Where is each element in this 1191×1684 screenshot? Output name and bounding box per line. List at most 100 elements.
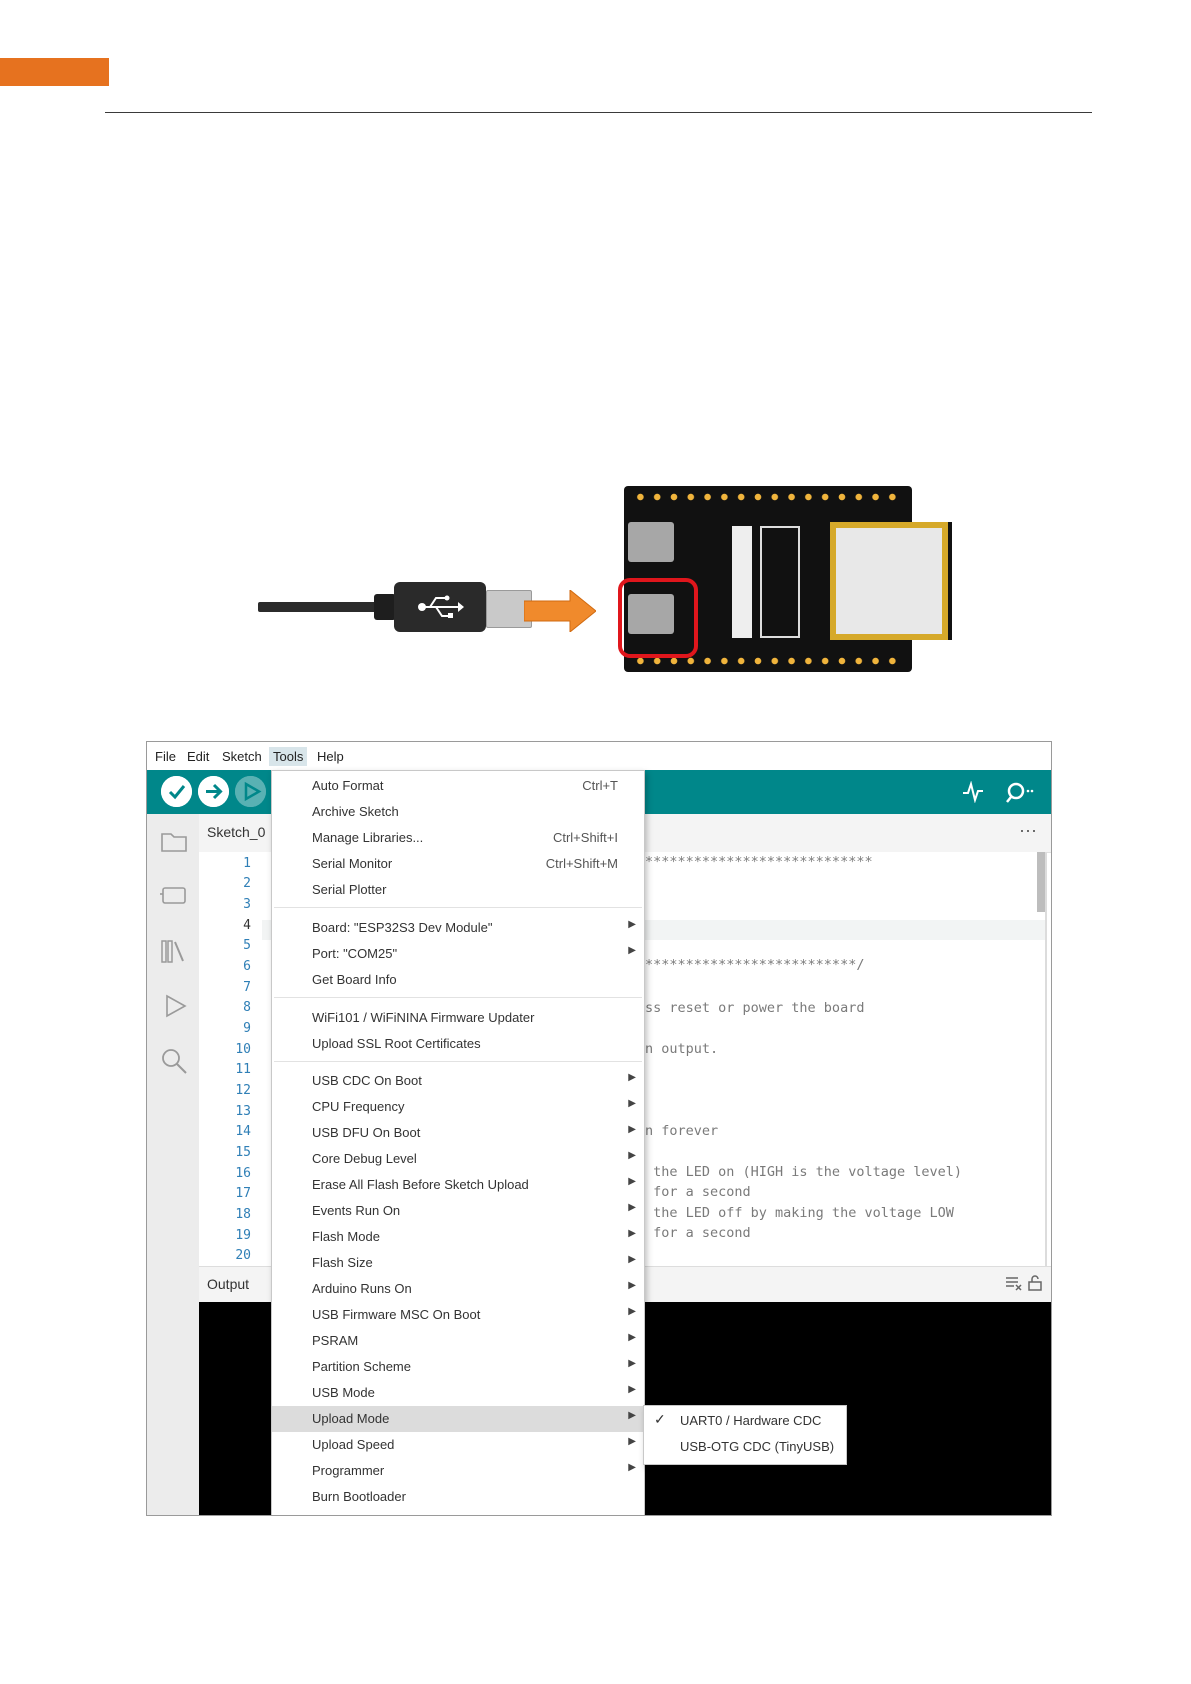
line-number: 12 bbox=[235, 1083, 251, 1098]
menu-item-psram[interactable]: PSRAM ▶ bbox=[272, 1328, 644, 1354]
menu-item-usb-cdc-on-boot[interactable]: USB CDC On Boot ▶ bbox=[272, 1068, 644, 1094]
submenu-item-uart0[interactable]: ✓ UART0 / Hardware CDC bbox=[644, 1408, 846, 1434]
usb-cable-wire bbox=[258, 602, 376, 612]
menu-item-usb-dfu-on-boot[interactable]: USB DFU On Boot ▶ bbox=[272, 1120, 644, 1146]
line-number: 7 bbox=[243, 980, 251, 995]
verify-button[interactable] bbox=[161, 776, 192, 807]
chevron-right-icon: ▶ bbox=[628, 1332, 636, 1343]
menu-separator bbox=[274, 997, 642, 998]
folder-icon[interactable] bbox=[159, 826, 189, 856]
menu-tools[interactable]: Tools bbox=[269, 747, 308, 766]
chapter-tab-marker bbox=[0, 58, 109, 86]
clear-output-icon[interactable] bbox=[1005, 1275, 1023, 1291]
code-line: the LED off by making the voltage LOW bbox=[645, 1205, 954, 1221]
chevron-right-icon: ▶ bbox=[628, 1410, 636, 1421]
line-number: 17 bbox=[235, 1186, 251, 1201]
line-number: 5 bbox=[243, 938, 251, 953]
lock-icon[interactable] bbox=[1027, 1275, 1043, 1291]
menu-edit[interactable]: Edit bbox=[187, 749, 210, 764]
menu-item-label: Board: "ESP32S3 Dev Module" bbox=[312, 920, 493, 935]
menu-item-upload-mode[interactable]: Upload Mode ▶ bbox=[272, 1406, 644, 1432]
menu-item-shortcut: Ctrl+Shift+M bbox=[545, 856, 618, 871]
code-line: **************************/ bbox=[645, 957, 865, 973]
menu-item-core-debug-level[interactable]: Core Debug Level ▶ bbox=[272, 1146, 644, 1172]
code-line: **************************** bbox=[645, 854, 873, 870]
usb-symbol-icon bbox=[418, 595, 464, 618]
menu-item-label: Auto Format bbox=[312, 778, 384, 793]
insert-arrow-icon bbox=[524, 590, 596, 632]
line-number: 2 bbox=[243, 876, 251, 891]
menu-item-ssl-certificates[interactable]: Upload SSL Root Certificates bbox=[272, 1031, 644, 1057]
menu-item-wifi-updater[interactable]: WiFi101 / WiFiNINA Firmware Updater bbox=[272, 1005, 644, 1031]
menu-item-usb-firmware-msc[interactable]: USB Firmware MSC On Boot ▶ bbox=[272, 1302, 644, 1328]
editor-scrollbar[interactable] bbox=[1037, 852, 1045, 912]
menu-file[interactable]: File bbox=[155, 749, 176, 764]
menu-item-label: Archive Sketch bbox=[312, 804, 399, 819]
menu-item-events-run-on[interactable]: Events Run On ▶ bbox=[272, 1198, 644, 1224]
line-number: 13 bbox=[235, 1104, 251, 1119]
menu-item-label: Port: "COM25" bbox=[312, 946, 398, 961]
search-icon[interactable] bbox=[159, 1046, 189, 1076]
line-number: 11 bbox=[235, 1062, 251, 1077]
menu-separator bbox=[274, 1061, 642, 1062]
menu-item-archive-sketch[interactable]: Archive Sketch bbox=[272, 799, 644, 825]
menu-item-port[interactable]: Port: "COM25" ▶ bbox=[272, 941, 644, 967]
menu-item-programmer[interactable]: Programmer ▶ bbox=[272, 1458, 644, 1484]
tools-dropdown-menu: Auto Format Ctrl+T Archive Sketch Manage… bbox=[271, 770, 645, 1515]
menu-item-flash-size[interactable]: Flash Size ▶ bbox=[272, 1250, 644, 1276]
menu-item-label: Programmer bbox=[312, 1463, 385, 1478]
menu-item-usb-mode[interactable]: USB Mode ▶ bbox=[272, 1380, 644, 1406]
line-number: 14 bbox=[235, 1124, 251, 1139]
code-line: for a second bbox=[645, 1184, 751, 1200]
debug-button[interactable] bbox=[235, 776, 266, 807]
debug-panel-icon[interactable] bbox=[159, 991, 189, 1021]
menu-item-auto-format[interactable]: Auto Format Ctrl+T bbox=[272, 773, 644, 799]
menu-item-label: PSRAM bbox=[312, 1333, 359, 1348]
bottom-pin-header bbox=[632, 656, 904, 666]
menu-item-serial-plotter[interactable]: Serial Plotter bbox=[272, 877, 644, 903]
menu-item-label: Upload Mode bbox=[312, 1411, 390, 1426]
chevron-right-icon: ▶ bbox=[628, 1306, 636, 1317]
menu-item-upload-speed[interactable]: Upload Speed ▶ bbox=[272, 1432, 644, 1458]
menu-item-label: CPU Frequency bbox=[312, 1099, 405, 1114]
menu-item-label: Partition Scheme bbox=[312, 1359, 411, 1374]
upload-button[interactable] bbox=[198, 776, 229, 807]
menu-item-board[interactable]: Board: "ESP32S3 Dev Module" ▶ bbox=[272, 915, 644, 941]
menu-item-label: Serial Monitor bbox=[312, 856, 393, 871]
menu-item-label: USB Firmware MSC On Boot bbox=[312, 1307, 481, 1322]
checkmark-icon: ✓ bbox=[654, 1411, 666, 1427]
menu-item-get-board-info[interactable]: Get Board Info bbox=[272, 967, 644, 993]
code-line: the LED on (HIGH is the voltage level) bbox=[645, 1164, 962, 1180]
chevron-right-icon: ▶ bbox=[628, 919, 636, 930]
plotter-icon[interactable] bbox=[961, 781, 985, 803]
menu-item-burn-bootloader[interactable]: Burn Bootloader bbox=[272, 1484, 644, 1510]
boards-manager-icon[interactable] bbox=[159, 880, 189, 910]
chevron-right-icon: ▶ bbox=[628, 1462, 636, 1473]
menu-sketch[interactable]: Sketch bbox=[222, 749, 262, 764]
menu-item-flash-mode[interactable]: Flash Mode ▶ bbox=[272, 1224, 644, 1250]
chevron-right-icon: ▶ bbox=[628, 1436, 636, 1447]
line-number: 6 bbox=[243, 959, 251, 974]
menu-item-label: Burn Bootloader bbox=[312, 1489, 406, 1504]
submenu-item-usb-otg[interactable]: USB-OTG CDC (TinyUSB) bbox=[644, 1434, 846, 1460]
menu-item-manage-libraries[interactable]: Manage Libraries... Ctrl+Shift+I bbox=[272, 825, 644, 851]
tab-sketch[interactable]: Sketch_0 bbox=[207, 824, 266, 840]
chevron-right-icon: ▶ bbox=[628, 1228, 636, 1239]
menu-item-erase-flash[interactable]: Erase All Flash Before Sketch Upload ▶ bbox=[272, 1172, 644, 1198]
menu-item-label: Events Run On bbox=[312, 1203, 401, 1218]
menu-item-partition-scheme[interactable]: Partition Scheme ▶ bbox=[272, 1354, 644, 1380]
menu-item-arduino-runs-on[interactable]: Arduino Runs On ▶ bbox=[272, 1276, 644, 1302]
monitor-icon[interactable] bbox=[1005, 780, 1035, 804]
library-icon[interactable] bbox=[159, 936, 189, 966]
line-number: 10 bbox=[235, 1042, 251, 1057]
usb-port-upper bbox=[628, 522, 674, 562]
line-number: 18 bbox=[235, 1207, 251, 1222]
line-number: 1 bbox=[243, 856, 251, 871]
menu-item-serial-monitor[interactable]: Serial Monitor Ctrl+Shift+M bbox=[272, 851, 644, 877]
chevron-right-icon: ▶ bbox=[628, 1072, 636, 1083]
line-number: 19 bbox=[235, 1228, 251, 1243]
menu-help[interactable]: Help bbox=[317, 749, 344, 764]
menu-bar: File Edit Sketch Tools Help bbox=[147, 742, 1051, 770]
more-icon[interactable]: ··· bbox=[1019, 820, 1037, 840]
menu-item-cpu-frequency[interactable]: CPU Frequency ▶ bbox=[272, 1094, 644, 1120]
